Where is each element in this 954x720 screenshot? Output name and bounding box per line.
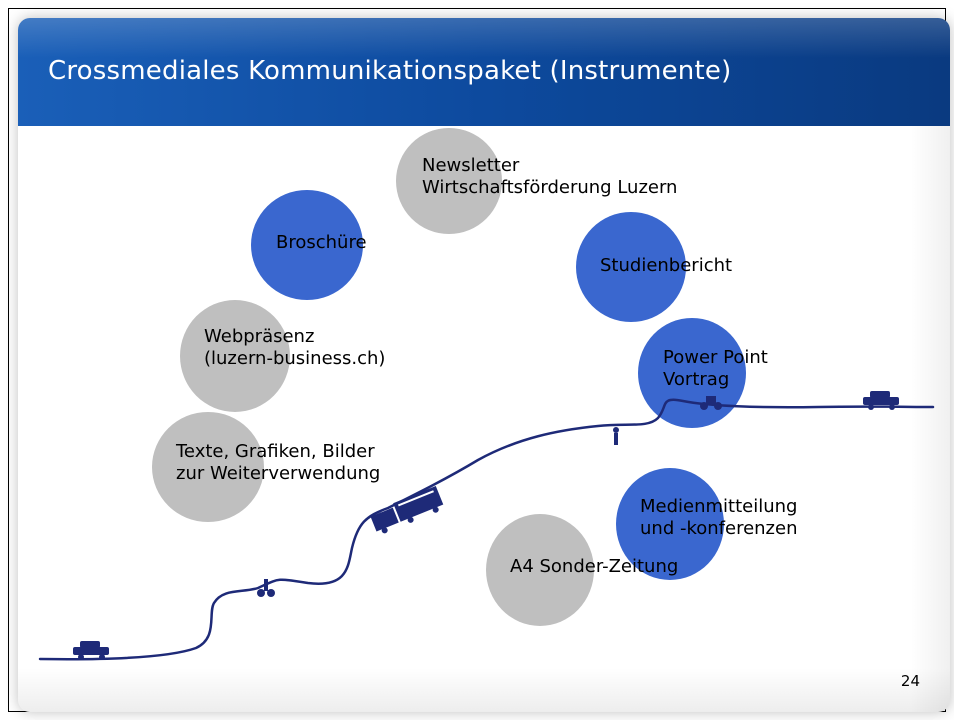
slide-title: Crossmediales Kommunikationspaket (Instr… <box>48 56 732 86</box>
studienbericht-label: Studienbericht <box>600 255 733 276</box>
slide: Crossmediales Kommunikationspaket (Instr… <box>18 18 950 712</box>
medienmitteilung-line-1: Medienmitteilung <box>640 496 798 517</box>
webpraesenz-label: Webpräsenz (luzern-business.ch) <box>204 326 385 370</box>
zeitung-circle <box>486 514 594 626</box>
zeitung-label: A4 Sonder-Zeitung <box>510 556 679 577</box>
newsletter-line-2: Wirtschaftsförderung Luzern <box>422 177 678 198</box>
slide-bottom-shade <box>18 668 950 712</box>
webpraesenz-circle <box>180 300 290 412</box>
powerpoint-circle <box>638 318 746 428</box>
walker-icon <box>613 427 619 445</box>
newsletter-line-1: Newsletter <box>422 155 520 176</box>
motorbike-icon <box>700 396 722 410</box>
medienmitteilung-line-2: und -konferenzen <box>640 518 798 539</box>
cyclist-icon <box>257 579 275 597</box>
studienbericht-circle <box>576 212 686 322</box>
road-path-illustration <box>38 391 935 661</box>
medienmitteilung-circle <box>616 468 724 580</box>
powerpoint-line-2: Vortrag <box>663 369 730 390</box>
broschure-label: Broschüre <box>276 232 367 253</box>
car-right-icon <box>863 391 899 410</box>
newsletter-circle <box>396 128 502 234</box>
texte-line-1: Texte, Grafiken, Bilder <box>176 441 375 462</box>
newsletter-label: Newsletter Wirtschaftsförderung Luzern <box>422 155 677 199</box>
slide-side-shade <box>910 126 950 712</box>
car-icon <box>73 641 109 660</box>
texte-label: Texte, Grafiken, Bilder zur Weiterverwen… <box>176 441 380 485</box>
medienmitteilung-label: Medienmitteilung und -konferenzen <box>640 496 798 540</box>
webpraesenz-line-2: (luzern-business.ch) <box>204 348 386 369</box>
truck-icon <box>370 485 444 534</box>
webpraesenz-line-1: Webpräsenz <box>204 326 315 347</box>
title-bar: Crossmediales Kommunikationspaket (Instr… <box>18 18 950 126</box>
texte-line-2: zur Weiterverwendung <box>176 463 381 484</box>
powerpoint-line-1: Power Point <box>663 347 768 368</box>
broschure-circle <box>251 190 363 300</box>
powerpoint-label: Power Point Vortrag <box>663 347 768 391</box>
texte-circle <box>152 412 264 522</box>
page-number: 24 <box>900 672 920 690</box>
